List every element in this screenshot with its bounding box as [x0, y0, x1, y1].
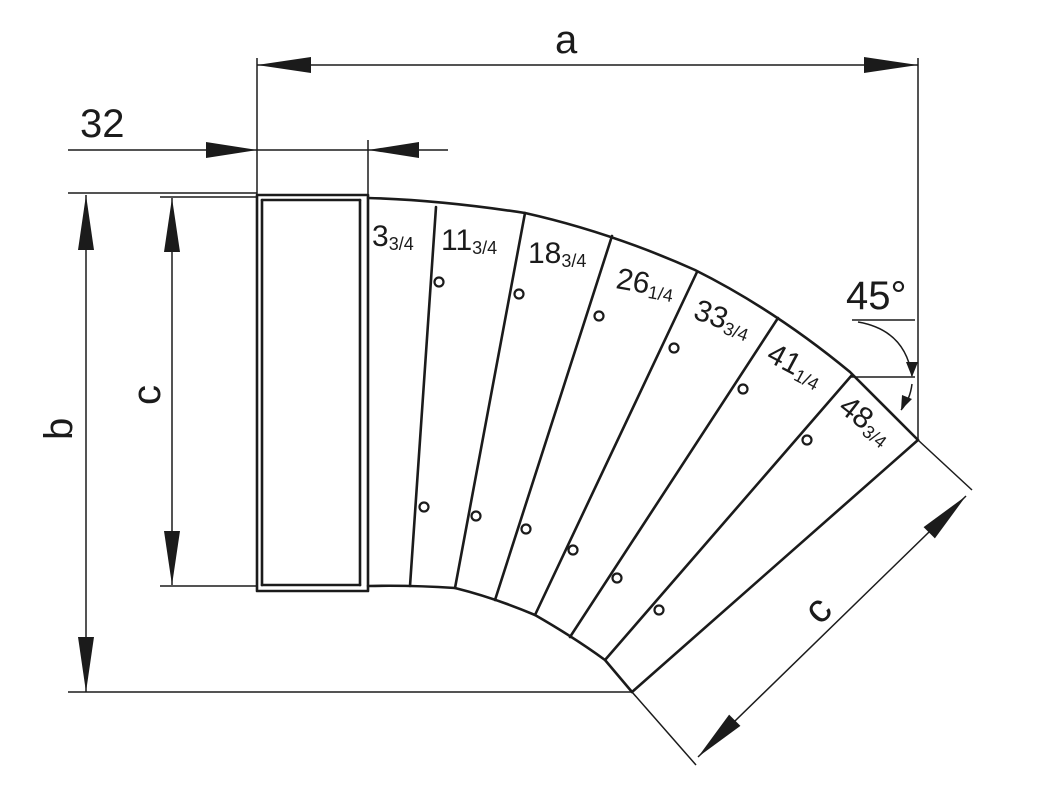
segment-divider — [493, 234, 614, 602]
rivet-hole — [653, 604, 665, 616]
segment-divider — [568, 316, 780, 639]
rivet-hole — [737, 383, 749, 395]
dimension-c-left-label: c — [125, 385, 169, 405]
dimension-c-right — [697, 495, 967, 758]
collar-section — [255, 193, 370, 593]
rivet-hole — [433, 276, 445, 288]
rivet-hole — [520, 523, 532, 535]
segment-divider — [603, 373, 854, 662]
rivet-hole — [668, 342, 680, 354]
rivet-hole — [611, 572, 623, 584]
segment-labels: 33/4 113/4 183/4 261/4 333/4 411/4 483/4 — [372, 220, 899, 453]
segment-label: 33/4 — [372, 220, 414, 254]
segment-divider — [533, 270, 699, 617]
bend-segments — [366, 196, 920, 694]
angle-label: 45° — [846, 274, 907, 318]
segment-divider — [408, 205, 438, 588]
rivet-hole — [801, 434, 813, 446]
segment-label: 483/4 — [832, 390, 899, 453]
dimension-a — [257, 57, 918, 73]
rivet-hole — [567, 544, 579, 556]
rivet-hole — [593, 310, 605, 322]
rivet-hole — [470, 510, 482, 522]
angle-marker — [857, 321, 918, 411]
rivet-hole — [418, 501, 430, 513]
dimension-c-left — [164, 198, 180, 585]
dimension-b-label: b — [37, 418, 81, 440]
rivet-holes — [418, 276, 813, 616]
segment-label: 333/4 — [689, 294, 756, 346]
segment-label: 183/4 — [528, 237, 586, 271]
segment-label: 261/4 — [614, 262, 677, 306]
dimension-32 — [68, 142, 448, 158]
rivet-hole — [513, 288, 525, 300]
segment-divider — [453, 211, 527, 590]
segment-label: 113/4 — [441, 224, 497, 258]
dimension-a-label: a — [555, 18, 578, 62]
dimension-32-label: 32 — [80, 102, 125, 146]
extension-lines — [68, 58, 973, 766]
dimension-b — [78, 195, 94, 692]
